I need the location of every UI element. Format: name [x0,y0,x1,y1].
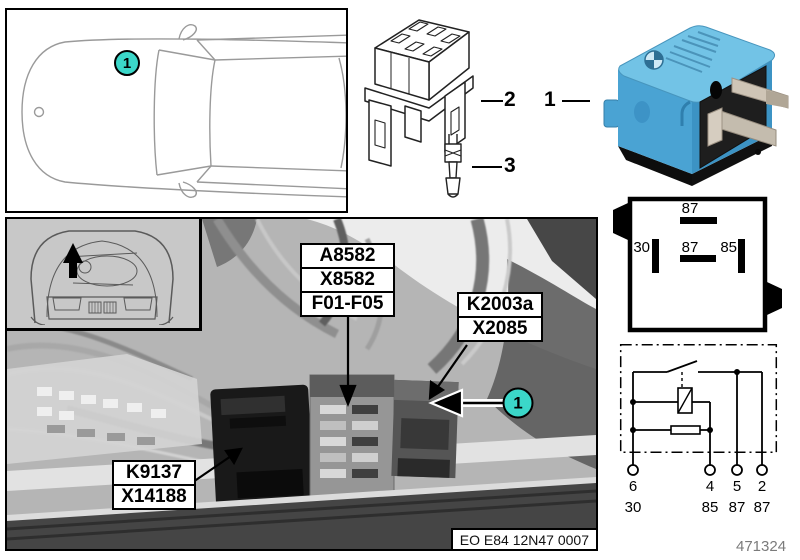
fuse-carrier-label-row: F01-F05 [300,291,395,317]
relay-socket-drawing [364,19,474,167]
schematic-pin-6: 6 [629,478,637,495]
relay-socket-label-row: K2003a [457,292,543,318]
legend-number-1-text: 1 [544,88,556,111]
terminal-pin-drawing [444,134,462,198]
relay-schematic: 6 4 5 2 30 85 87 87 [619,343,778,516]
car-top-view [21,24,346,198]
photo-callout-1-number: 1 [513,393,523,412]
relay-photo [603,25,789,186]
leader-line-3 [472,166,502,168]
arrow-from-k9137-label [224,447,243,466]
terminal-circle-2 [756,464,768,476]
pin-label-top-87: 87 [682,200,699,217]
legend-number-2[interactable]: 2 [504,88,516,112]
fuse-carrier-label-row: A8582 [300,243,395,269]
engine-bay-photo-panel: A8582 X8582 F01-F05 K2003a X2085 K9137 X… [5,217,598,551]
terminal-circle-4 [704,464,716,476]
car-location-panel: 1 [5,8,348,213]
legend-number-3[interactable]: 3 [504,154,516,178]
callout-arrow [428,388,504,418]
module-label-row: K9137 [112,460,196,486]
schematic-term-87a: 87 [729,499,746,516]
terminal-circle-6 [627,464,639,476]
relay-socket-label-row: X2085 [457,316,543,342]
resistor-symbol [670,425,701,435]
pin-label-85: 85 [720,239,737,256]
leader-line-2 [481,100,503,102]
pin-label-mid-87: 87 [682,239,699,256]
pin-label-30: 30 [633,239,650,256]
fuse-carrier-label-row: X8582 [300,267,395,293]
photo-stamp: EO E84 12N47 0007 [450,528,596,549]
pin-diagram: 87 30 87 85 [613,196,782,333]
arrow-to-fuse-carrier [339,384,357,408]
car-callout-1[interactable]: 1 [114,50,140,76]
pin-diagram-left-tab [613,203,628,240]
terminal-circle-5 [731,464,743,476]
module-k9137-photo [210,384,314,508]
legend-number-2-text: 2 [504,88,516,111]
relay-socket-label[interactable]: K2003a X2085 [457,292,543,342]
legend-number-1[interactable]: 1 [544,88,556,112]
fuse-carrier-label[interactable]: A8582 X8582 F01-F05 [300,243,395,317]
schematic-pin-5: 5 [733,478,741,495]
hood-location-inset [7,219,202,331]
schematic-pin-2: 2 [758,478,766,495]
car-front-view [30,230,174,326]
schematic-term-87b: 87 [754,499,771,516]
photo-arrows [192,315,504,483]
module-label[interactable]: K9137 X14188 [112,460,196,510]
leader-line-1 [562,100,590,102]
pin-diagram-right-tab [767,282,782,315]
legend-number-3-text: 3 [504,154,516,177]
relay-k2003a-photo [391,379,459,479]
car-callout-1-number: 1 [122,54,132,72]
photo-callout-1[interactable]: 1 [502,387,534,419]
drawing-number: 471324 [736,538,787,555]
schematic-term-30: 30 [625,499,642,516]
arrow-to-relay [428,380,446,401]
schematic-pin-4: 4 [706,478,714,495]
location-arrow-icon [63,243,83,278]
module-label-row: X14188 [112,484,196,510]
schematic-term-85: 85 [702,499,719,516]
